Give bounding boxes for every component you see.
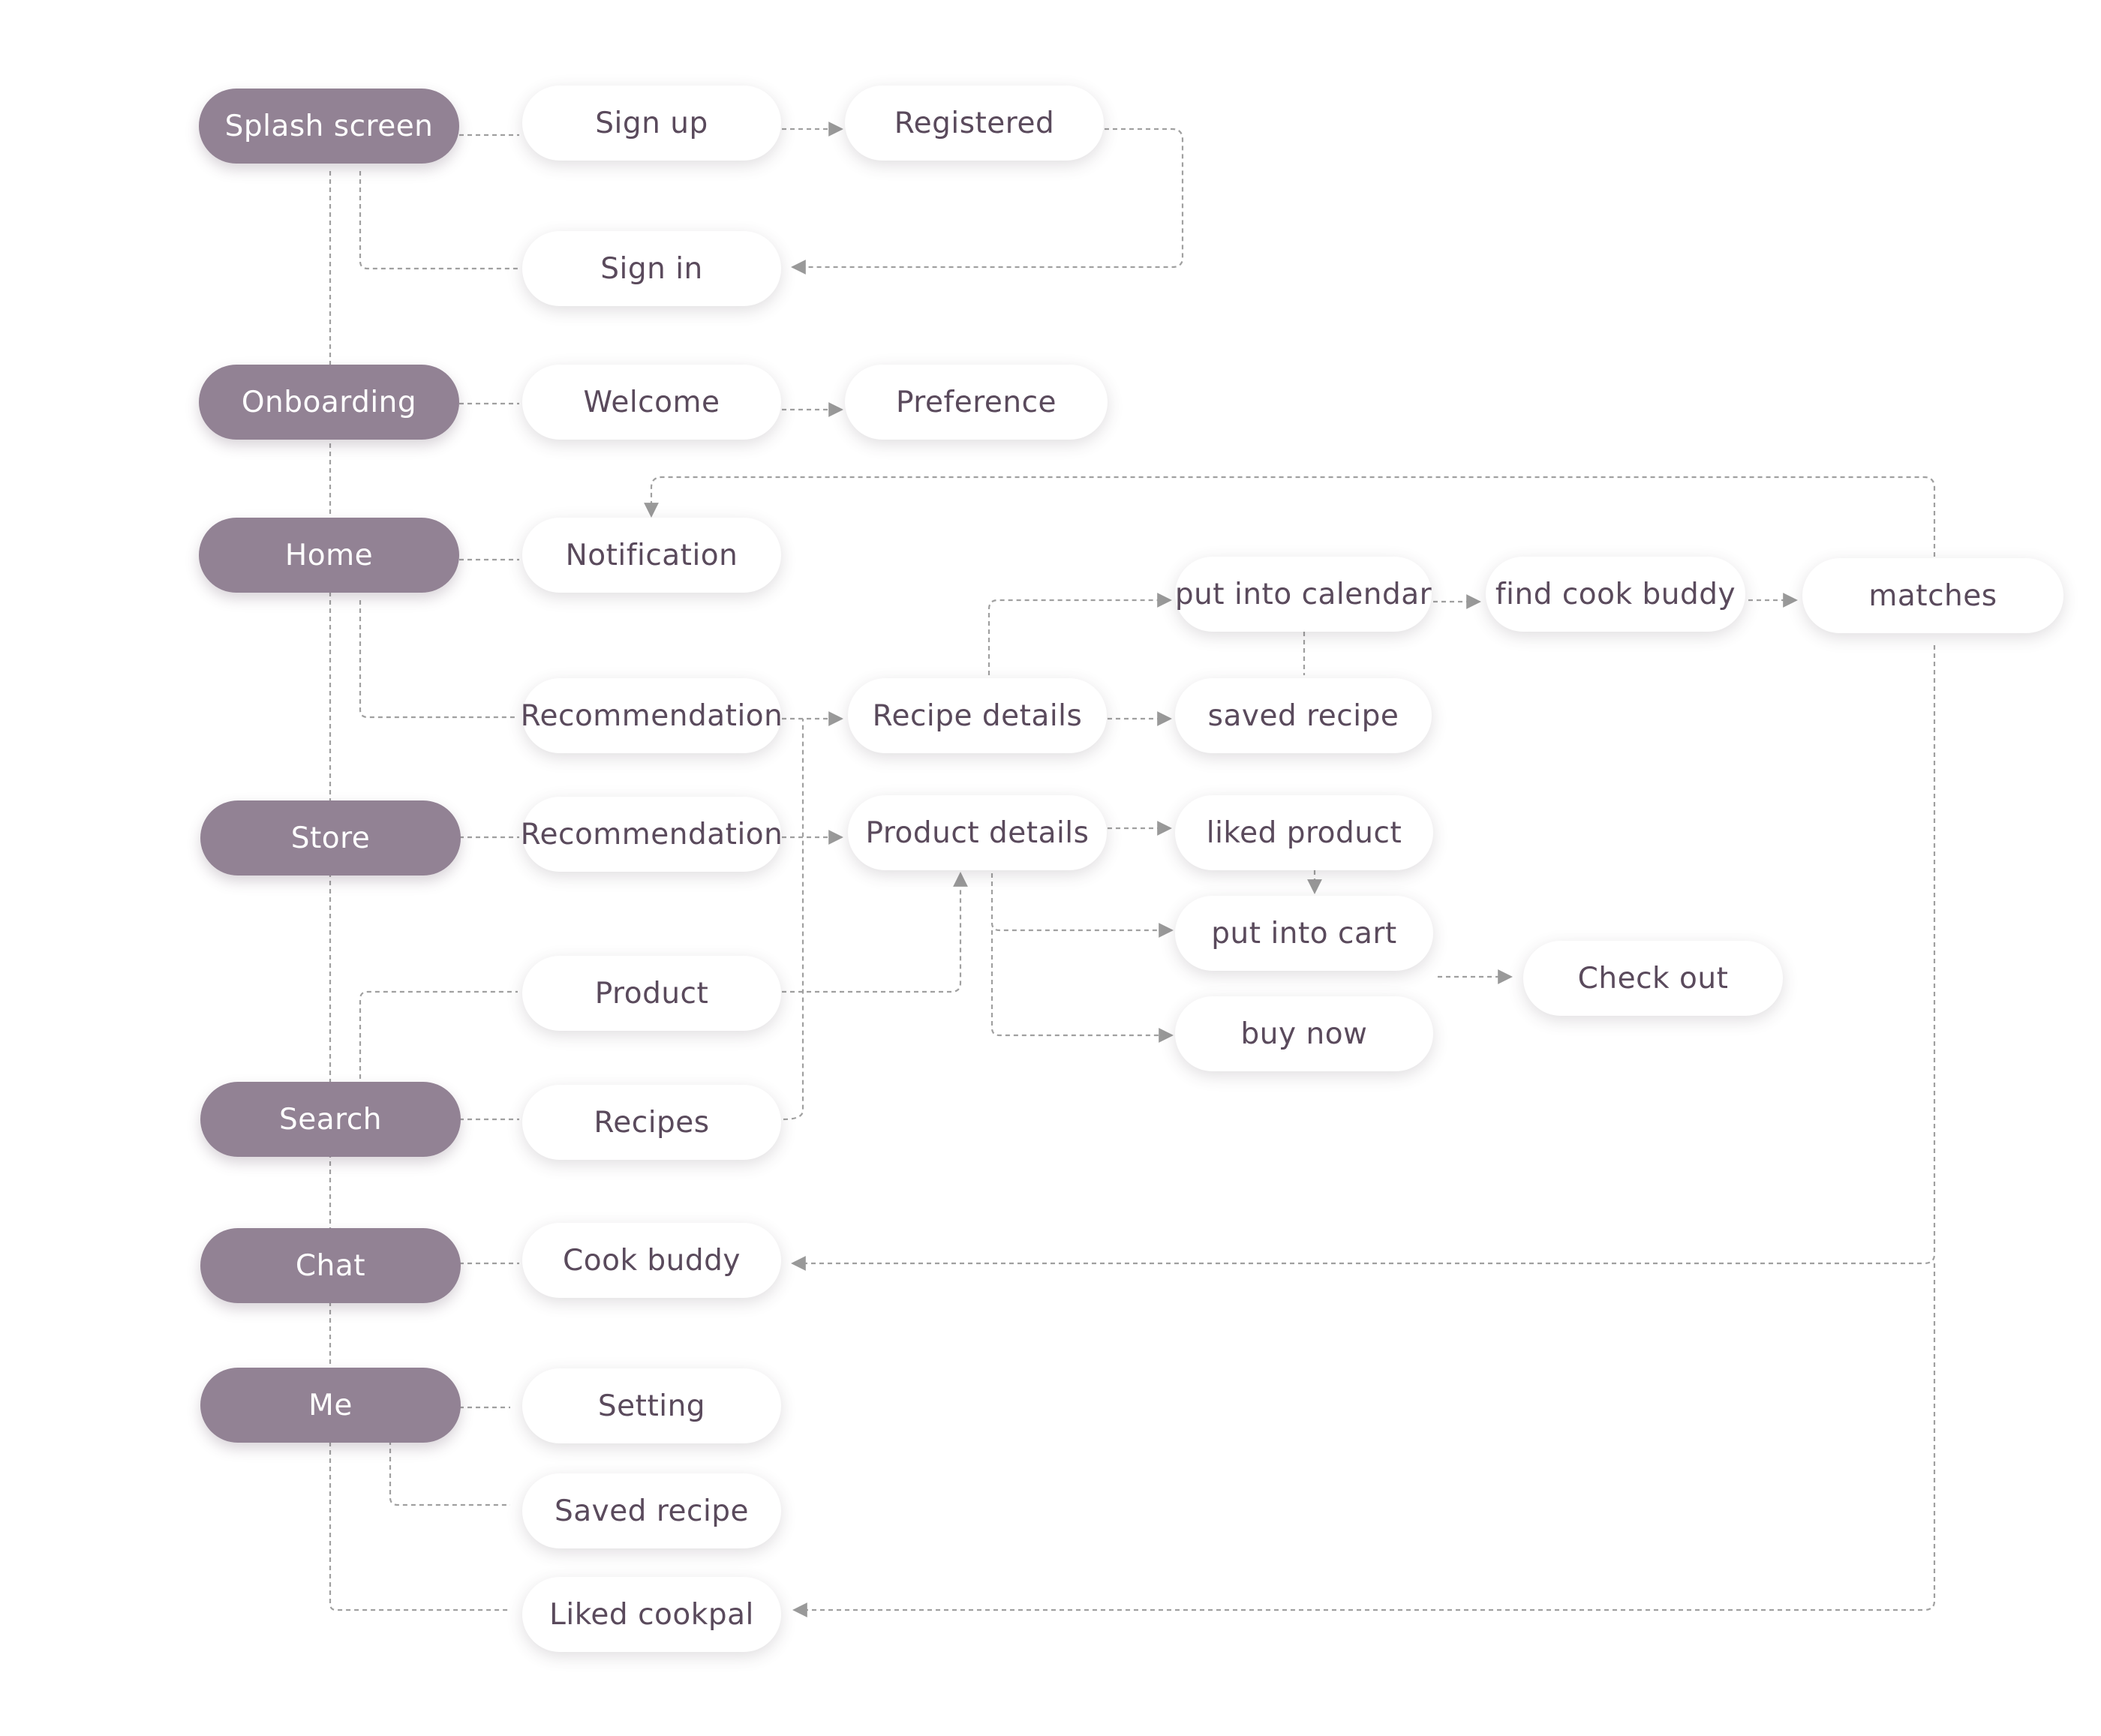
arrow-productdetails-buynow (990, 930, 1174, 1043)
node-recipes[interactable]: Recipes (522, 1085, 781, 1160)
node-home[interactable]: Home (199, 518, 459, 593)
line-recipes-up (783, 719, 804, 1121)
node-put-into-calendar[interactable]: put into calendar (1175, 557, 1432, 632)
node-find-cook-buddy[interactable]: find cook buddy (1486, 557, 1745, 632)
arrow-registered-signin (791, 128, 1184, 275)
node-notification[interactable]: Notification (522, 518, 781, 593)
node-liked-cookpal[interactable]: Liked cookpal (522, 1577, 781, 1652)
node-search[interactable]: Search (200, 1082, 461, 1157)
node-setting[interactable]: Setting (522, 1368, 781, 1443)
node-liked-product[interactable]: liked product (1175, 795, 1433, 870)
node-welcome[interactable]: Welcome (522, 365, 781, 440)
node-put-into-cart[interactable]: put into cart (1175, 896, 1433, 971)
node-saved-recipe[interactable]: Saved recipe (522, 1473, 781, 1548)
node-sign-up[interactable]: Sign up (522, 86, 781, 161)
node-home-recommendation[interactable]: Recommendation (521, 678, 783, 753)
line-me-savedrecipe (389, 1440, 510, 1506)
node-product-details[interactable]: Product details (848, 795, 1107, 870)
node-buy-now[interactable]: buy now (1175, 996, 1433, 1071)
line-search-product (359, 990, 518, 1079)
arrow-matches-likedcookpal (792, 1263, 1936, 1617)
node-saved-recipe-detail[interactable]: saved recipe (1175, 678, 1432, 753)
line-splash-signin (359, 171, 518, 270)
arrow-productdetails-cart (990, 873, 1174, 938)
node-cook-buddy[interactable]: Cook buddy (522, 1223, 781, 1298)
arrow-product-productdetails (782, 872, 968, 993)
node-registered[interactable]: Registered (845, 86, 1104, 161)
node-store-recommendation[interactable]: Recommendation (521, 797, 783, 872)
node-chat[interactable]: Chat (200, 1228, 461, 1303)
node-preference[interactable]: Preference (845, 365, 1108, 440)
node-matches[interactable]: matches (1802, 558, 2063, 633)
arrow-recipe-calendar (987, 593, 1172, 675)
node-me[interactable]: Me (200, 1368, 461, 1443)
line-home-recommendation (359, 600, 518, 719)
node-product[interactable]: Product (522, 956, 781, 1031)
node-splash-screen[interactable]: Splash screen (199, 89, 459, 164)
node-sign-in[interactable]: Sign in (522, 231, 781, 306)
arrow-matches-notification (644, 476, 1936, 557)
node-store[interactable]: Store (200, 800, 461, 876)
node-onboarding[interactable]: Onboarding (199, 365, 459, 440)
node-check-out[interactable]: Check out (1523, 941, 1783, 1016)
spine-line (329, 171, 510, 1611)
node-recipe-details[interactable]: Recipe details (848, 678, 1107, 753)
